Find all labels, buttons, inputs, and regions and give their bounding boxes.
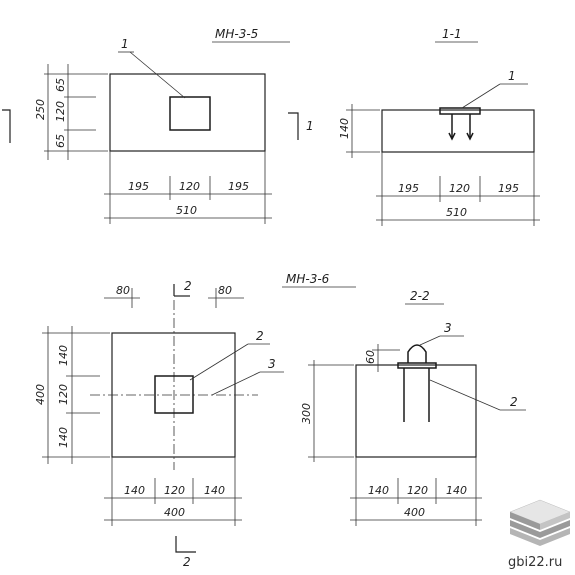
- lifting-loop: [407, 344, 427, 363]
- dim-loop-60: 60: [364, 350, 377, 364]
- view-mn-3-6: МН-3-6 2 80 80 2 3 400 140 120 140: [34, 272, 356, 569]
- section1-title: 1-1: [442, 27, 462, 41]
- callout-leader-3: [211, 371, 261, 396]
- section-dim-195-right: 195: [498, 182, 519, 195]
- section2-dim-400: 400: [404, 506, 425, 519]
- callout-label-1: 1: [121, 37, 129, 51]
- section2-mark-bottom-label: 2: [183, 555, 191, 569]
- embedded-plate-section-2: [397, 362, 437, 369]
- slab-section-outline: [381, 109, 535, 153]
- callout-label-2b: 2: [510, 395, 518, 409]
- dim-block-height-140-bottom: 140: [57, 427, 70, 448]
- section-2-2: 2-2 3 2 300 60 140 120 140 400: [300, 289, 526, 526]
- section-mark-right: [288, 112, 299, 140]
- embedded-plate-section: [439, 107, 481, 115]
- dim-height-120: 120: [54, 101, 67, 122]
- callout-leader-2b: [429, 379, 501, 411]
- section-mark-left: [2, 109, 11, 143]
- dim-height-65-bottom: 65: [54, 134, 67, 148]
- anchor-arrow-left: [448, 132, 456, 141]
- dim-block-height-120: 120: [57, 384, 70, 405]
- section-dim-510: 510: [446, 206, 467, 219]
- watermark-text: gbi22.ru: [508, 555, 562, 570]
- section2-dim-140-left: 140: [368, 484, 389, 497]
- embedded-plate: [169, 96, 211, 131]
- view2-title: МН-3-6: [286, 272, 330, 286]
- callout-label-3b: 3: [444, 321, 452, 335]
- callout-leader-1b: [461, 83, 501, 109]
- watermark: gbi22.ru: [508, 499, 571, 570]
- block-section-outline: [355, 364, 477, 458]
- section2-dim-140-right: 140: [446, 484, 467, 497]
- callout-label-2: 2: [256, 329, 264, 343]
- dim-width-510: 510: [176, 204, 197, 217]
- dim-width-195-right: 195: [228, 180, 249, 193]
- dim-block-height-140-top: 140: [57, 345, 70, 366]
- section2-dim-120: 120: [407, 484, 428, 497]
- dim-section-height-140: 140: [338, 118, 351, 139]
- callout-leader-3b: [419, 335, 441, 346]
- dim-height-250: 250: [34, 99, 47, 120]
- dim-block-140-left: 140: [124, 484, 145, 497]
- section-dim-120: 120: [449, 182, 470, 195]
- dim-block-120: 120: [164, 484, 185, 497]
- section-mark-label: 1: [306, 119, 314, 133]
- dim-width-195-left: 195: [128, 180, 149, 193]
- callout-leader-1: [129, 51, 186, 99]
- view1-title: МН-3-5: [215, 27, 258, 41]
- callout-label-1b: 1: [508, 69, 516, 83]
- section-1-1: 1-1 1 140 195 120 195 510: [338, 27, 540, 226]
- dim-height-65-top: 65: [54, 78, 67, 92]
- dim-block-height-400: 400: [34, 384, 47, 405]
- stack-logo-icon: [509, 499, 571, 546]
- slab-plan-outline: [109, 73, 266, 152]
- section2-title: 2-2: [410, 289, 430, 303]
- callout-label-3: 3: [268, 357, 276, 371]
- dim-offset-80-right: 80: [218, 284, 232, 297]
- dim-section2-height-300: 300: [300, 403, 313, 424]
- dim-offset-80-left: 80: [116, 284, 130, 297]
- dim-width-120: 120: [179, 180, 200, 193]
- callout-leader-2: [189, 343, 249, 381]
- section2-mark-bottom: [175, 536, 196, 553]
- embedded-plate-2: [154, 375, 194, 414]
- view-mn-3-5: МН-3-5 1 250 65 120 65 1 195 120 195 510: [2, 27, 314, 224]
- dim-block-140-right: 140: [204, 484, 225, 497]
- dim-block-400: 400: [164, 506, 185, 519]
- anchor-arrow-right: [466, 132, 474, 141]
- section-dim-195-left: 195: [398, 182, 419, 195]
- section2-mark-top-label: 2: [184, 279, 192, 293]
